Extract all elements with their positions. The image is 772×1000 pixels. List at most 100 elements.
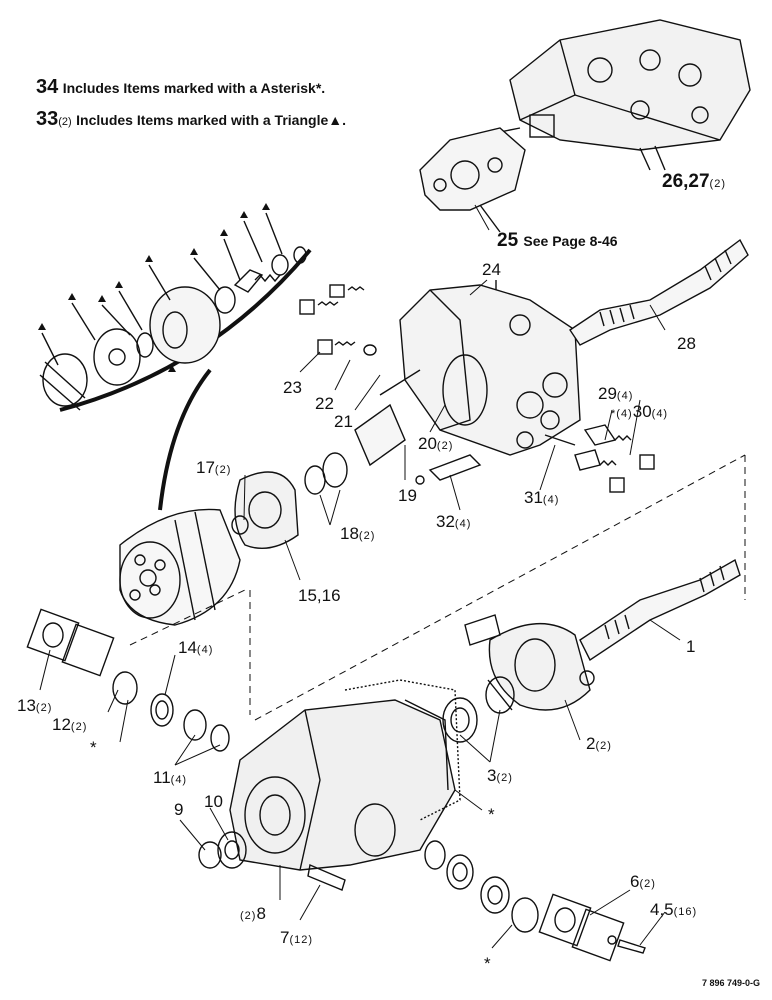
callout-quantity: (2) [70, 721, 88, 733]
callout-32: 32(4) [436, 512, 471, 532]
callout-number: 22 [315, 394, 334, 413]
callout-number: 2 [586, 734, 596, 753]
callout-number: 29 [598, 384, 617, 403]
callout-number: 23 [283, 378, 302, 397]
callout-quantity: (4) [651, 408, 669, 420]
callout-number: 11 [153, 768, 171, 787]
callout-4-5: 4,5(16) [650, 900, 697, 920]
pump-assembly-top [419, 19, 751, 233]
callout-number: 21 [334, 412, 353, 431]
asterisk-mark: * [484, 954, 491, 973]
callout-quantity: (2) [214, 464, 232, 476]
callout-quantity: (4) [196, 644, 214, 656]
callout-24: 24 [482, 260, 501, 280]
drawing-code: 7 896 749-0-G [701, 978, 760, 988]
note-number: 33 [36, 108, 59, 130]
main-housing [229, 679, 461, 871]
callout-11: 11(4) [153, 768, 187, 788]
swashplate-2 [464, 614, 595, 711]
callout-7: 7(12) [280, 928, 313, 948]
callout-number: 4,5 [650, 900, 674, 919]
callout-6: 6(2) [630, 872, 656, 892]
callout-number: 31 [524, 488, 543, 507]
callout-22: 22 [315, 394, 334, 414]
callout-number: 32 [436, 512, 455, 531]
note-text: Includes Items marked with a Asterisk [62, 80, 316, 96]
callout-1: 1 [686, 637, 695, 657]
note-asterisk: 34 Includes Items marked with a Asterisk… [36, 76, 325, 99]
callout-18: 18(2) [340, 524, 375, 544]
callout-number: 13 [17, 696, 36, 715]
callout-17: 17(2) [196, 458, 231, 478]
bearings-and-seals [26, 608, 515, 752]
lower-parts [198, 831, 646, 962]
callout-reference: See Page 8-46 [523, 233, 618, 249]
callout-number: 9 [174, 800, 184, 819]
plugs-and-springs-right [544, 424, 655, 493]
callout-number: 20 [418, 434, 437, 453]
callout-number: 12 [52, 715, 71, 734]
callout-quantity: (2) [436, 440, 454, 452]
callout-number: 1 [686, 637, 696, 656]
callout-10: 10 [204, 792, 223, 812]
callout-20: 20(2) [418, 434, 453, 454]
callout-number: 30 [632, 402, 652, 421]
leader-lines [39, 204, 681, 949]
callout-13: 13(2) [17, 696, 52, 716]
callout-number: 6 [630, 872, 640, 891]
callout-30: *(4)30(4) [611, 402, 668, 422]
callout-number: 8 [256, 904, 266, 923]
callout-15-16: 15,16 [298, 586, 341, 606]
callout-quantity: (2) [595, 740, 612, 752]
callout-21: 21 [334, 412, 353, 432]
callout-12: 12(2) [52, 715, 87, 735]
triangle-mark: ▲. [328, 112, 346, 128]
callout-number: 7 [280, 928, 290, 947]
callout-prefix: *(4) [611, 408, 633, 420]
shaft-28 [569, 238, 749, 346]
callout-quantity: (4) [616, 390, 634, 402]
callout-number: 26,27 [662, 171, 710, 192]
asterisk-mark: *. [315, 80, 326, 96]
callout-quantity: (12) [289, 934, 314, 946]
callout-14: 14(4) [178, 638, 213, 658]
callout-23: 23 [283, 378, 302, 398]
callout-2: 2(2) [586, 734, 612, 754]
callout-quantity: (2) [709, 178, 726, 190]
callout-26-27: 26,27(2) [662, 171, 726, 193]
note-quantity: (2) [58, 116, 72, 128]
asterisk-mark: * [488, 805, 495, 824]
callout-number: 19 [398, 486, 417, 505]
note-number: 34 [36, 76, 59, 98]
callout-number: 14 [178, 638, 197, 657]
cylinder-barrel [119, 508, 241, 626]
callout-number: 10 [204, 792, 223, 811]
callout-number: 28 [677, 334, 696, 353]
callout-quantity: (2) [496, 772, 513, 784]
callout-25: 25 See Page 8-46 [497, 230, 618, 252]
valve-block [399, 280, 581, 456]
asterisk-mark: * [90, 738, 97, 757]
callout-number: 18 [340, 524, 359, 543]
callout-29: 29(4) [598, 384, 633, 404]
callout-quantity: (2) [240, 910, 257, 922]
callout-quantity: (4) [454, 518, 472, 530]
callout-quantity: (4) [542, 494, 560, 506]
rotating-group-kit [38, 203, 312, 511]
callout-28: 28 [677, 334, 696, 354]
callout-3: 3(2) [487, 766, 513, 786]
callout-number: 24 [482, 260, 501, 279]
callout-quantity: (2) [35, 702, 53, 714]
callout-19: 19 [398, 486, 417, 506]
callout-number: 25 [497, 230, 519, 251]
note-text: Includes Items marked with a Triangle [76, 112, 329, 128]
callout-number: 17 [196, 458, 215, 477]
alignment-lines [129, 454, 746, 721]
sleeve-and-bearings [231, 403, 482, 549]
callout-number: 15,16 [298, 586, 341, 605]
callout-quantity: (16) [673, 906, 698, 918]
callout-31: 31(4) [524, 488, 559, 508]
callout-number: 3 [487, 766, 497, 785]
